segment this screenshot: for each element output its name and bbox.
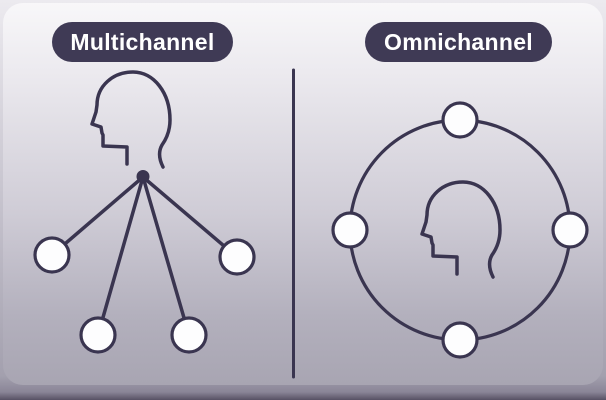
channel-node-lower-right (170, 316, 208, 354)
multichannel-label-pill: Multichannel (52, 22, 233, 62)
omnichannel-diagram (331, 101, 589, 359)
channel-line-lower-left (96, 175, 145, 337)
channel-line-lower-right (141, 175, 191, 337)
channel-node-lower-left (79, 316, 117, 354)
channel-nodes (33, 236, 256, 354)
multichannel-diagram (33, 70, 256, 354)
channel-line-upper-right (141, 175, 239, 259)
multichannel-label: Multichannel (70, 28, 215, 55)
channel-lines (50, 175, 239, 337)
orbit-node-top (441, 101, 479, 139)
orbit-circle (348, 118, 572, 342)
orbit-node-right (551, 211, 589, 249)
channel-node-upper-right (218, 238, 256, 276)
orbit-node-left (331, 211, 369, 249)
hub-dot (136, 170, 150, 183)
orbit-nodes (331, 101, 589, 359)
omnichannel-label-pill: Omnichannel (365, 22, 552, 62)
omnichannel-label: Omnichannel (384, 28, 533, 55)
person-head-icon (90, 70, 172, 169)
channel-node-upper-left (33, 236, 71, 274)
channel-line-upper-left (50, 175, 145, 257)
person-head-icon (420, 180, 502, 279)
orbit-node-bottom (441, 321, 479, 359)
